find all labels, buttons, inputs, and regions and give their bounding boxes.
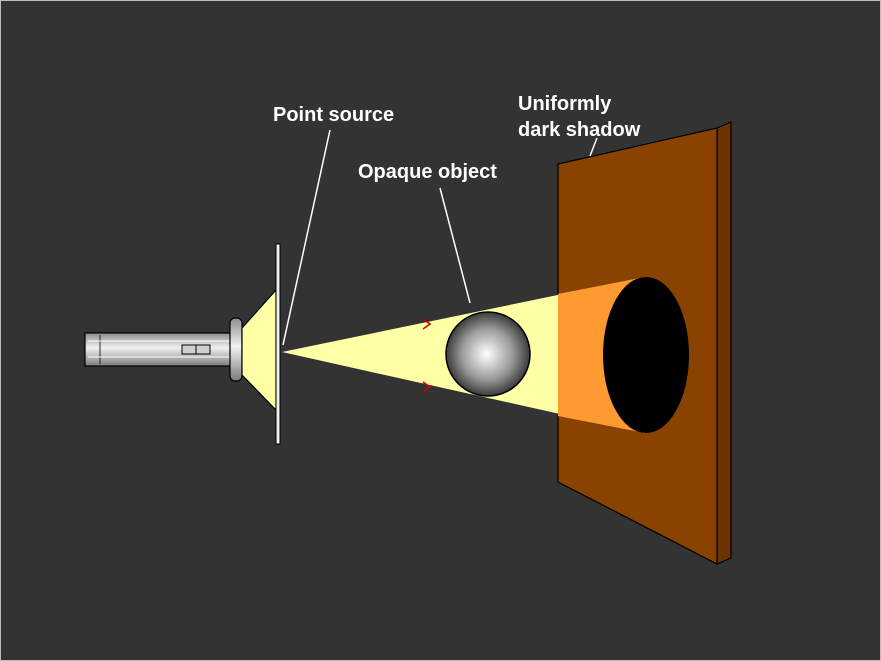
flashlight-collar	[229, 317, 243, 382]
shadow-label-line1: Uniformly	[518, 93, 612, 115]
shadow-leader	[589, 137, 598, 157]
opaque-object-sphere	[445, 311, 531, 397]
screen-side-edge	[716, 121, 732, 565]
flashlight-handle	[84, 332, 236, 367]
point-source-leader	[282, 129, 331, 346]
ray-arrow-bottom	[422, 381, 432, 393]
opaque-object-leader	[439, 187, 471, 304]
point-source-label: Point source	[273, 104, 394, 126]
flashlight-lens	[275, 243, 281, 445]
shadow-label-line2: dark shadow	[518, 119, 641, 141]
opaque-object-label: Opaque object	[358, 161, 497, 183]
ray-arrow-top	[422, 318, 432, 330]
uniform-shadow	[603, 277, 689, 433]
flashlight	[84, 243, 281, 445]
